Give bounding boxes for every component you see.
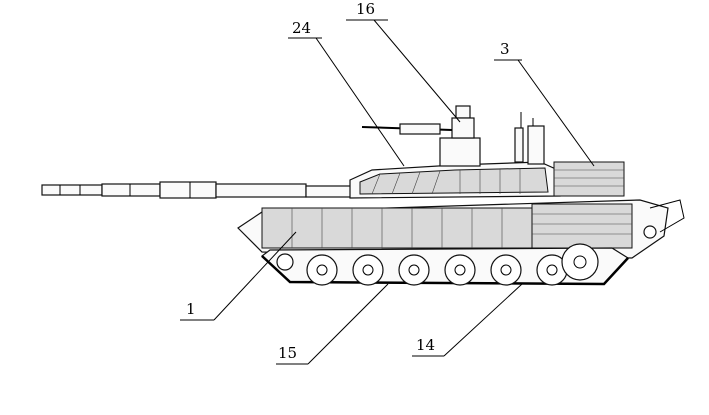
- callout-15: 15: [278, 344, 297, 362]
- turret: [349, 105, 625, 199]
- tracks: [261, 243, 629, 286]
- callout-1: 1: [186, 300, 196, 318]
- gun-barrel: [41, 181, 357, 199]
- leader-lines: [180, 19, 595, 365]
- hull: [237, 199, 685, 259]
- callout-16: 16: [356, 0, 375, 18]
- callout-3: 3: [500, 40, 510, 58]
- callout-14: 14: [416, 336, 435, 354]
- callout-24: 24: [292, 19, 311, 37]
